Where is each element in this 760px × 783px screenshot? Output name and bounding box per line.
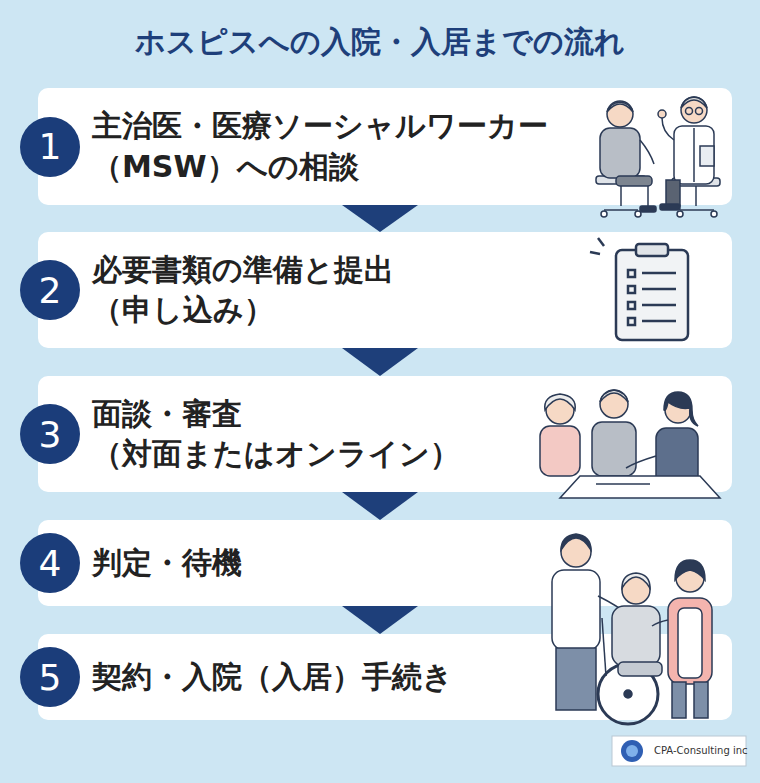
- flow-arrow: [342, 348, 418, 376]
- circle-fill: [20, 404, 80, 464]
- step-number-circle: 1: [20, 117, 80, 177]
- step-box: 主治医・医療ソーシャルワーカー （MSW）への相談1: [38, 88, 732, 205]
- callout-number: 3: [20, 404, 80, 464]
- consultation-illustration: [596, 97, 720, 217]
- logo-frame: [612, 736, 746, 766]
- step-box: 契約・入院（入居）手続き5: [38, 634, 732, 720]
- callout-number: 5: [20, 647, 80, 707]
- step-number-circle: 3: [20, 404, 80, 464]
- circle-fill: [20, 533, 80, 593]
- logo-label: CPA-Consulting inc: [654, 745, 748, 756]
- step-number-circle: 5: [20, 647, 80, 707]
- step-number-circle: 2: [20, 260, 80, 320]
- title: ホスピスへの入院・入居までの流れ: [0, 22, 760, 63]
- step-label: 主治医・医療ソーシャルワーカー （MSW）への相談: [92, 106, 592, 187]
- flow-arrow: [342, 205, 418, 232]
- callout-number: 1: [20, 117, 80, 177]
- callout-number: 4: [20, 533, 80, 593]
- step-label: 判定・待機: [92, 543, 242, 584]
- flow-arrow: [342, 492, 418, 520]
- interview-illustration: [540, 390, 720, 498]
- logo-badge: [621, 740, 643, 762]
- circle-fill: [20, 117, 80, 177]
- step-box: 判定・待機4: [38, 520, 732, 606]
- step-box: 必要書類の準備と提出 （申し込み）2: [38, 232, 732, 348]
- circle-fill: [20, 647, 80, 707]
- callout-number: 2: [20, 260, 80, 320]
- logo-badge-inner: [626, 745, 638, 757]
- step-box: 面談・審査 （対面またはオンライン）3: [38, 376, 732, 492]
- circle-fill: [20, 260, 80, 320]
- step-label: 面談・審査 （対面またはオンライン）: [92, 394, 532, 475]
- clipboard-icon: [590, 238, 688, 340]
- flow-arrow: [342, 606, 418, 634]
- care-illustration: [552, 534, 712, 724]
- step-label: 契約・入院（入居）手続き: [92, 657, 453, 698]
- step-label: 必要書類の準備と提出 （申し込み）: [92, 250, 522, 331]
- step-number-circle: 4: [20, 533, 80, 593]
